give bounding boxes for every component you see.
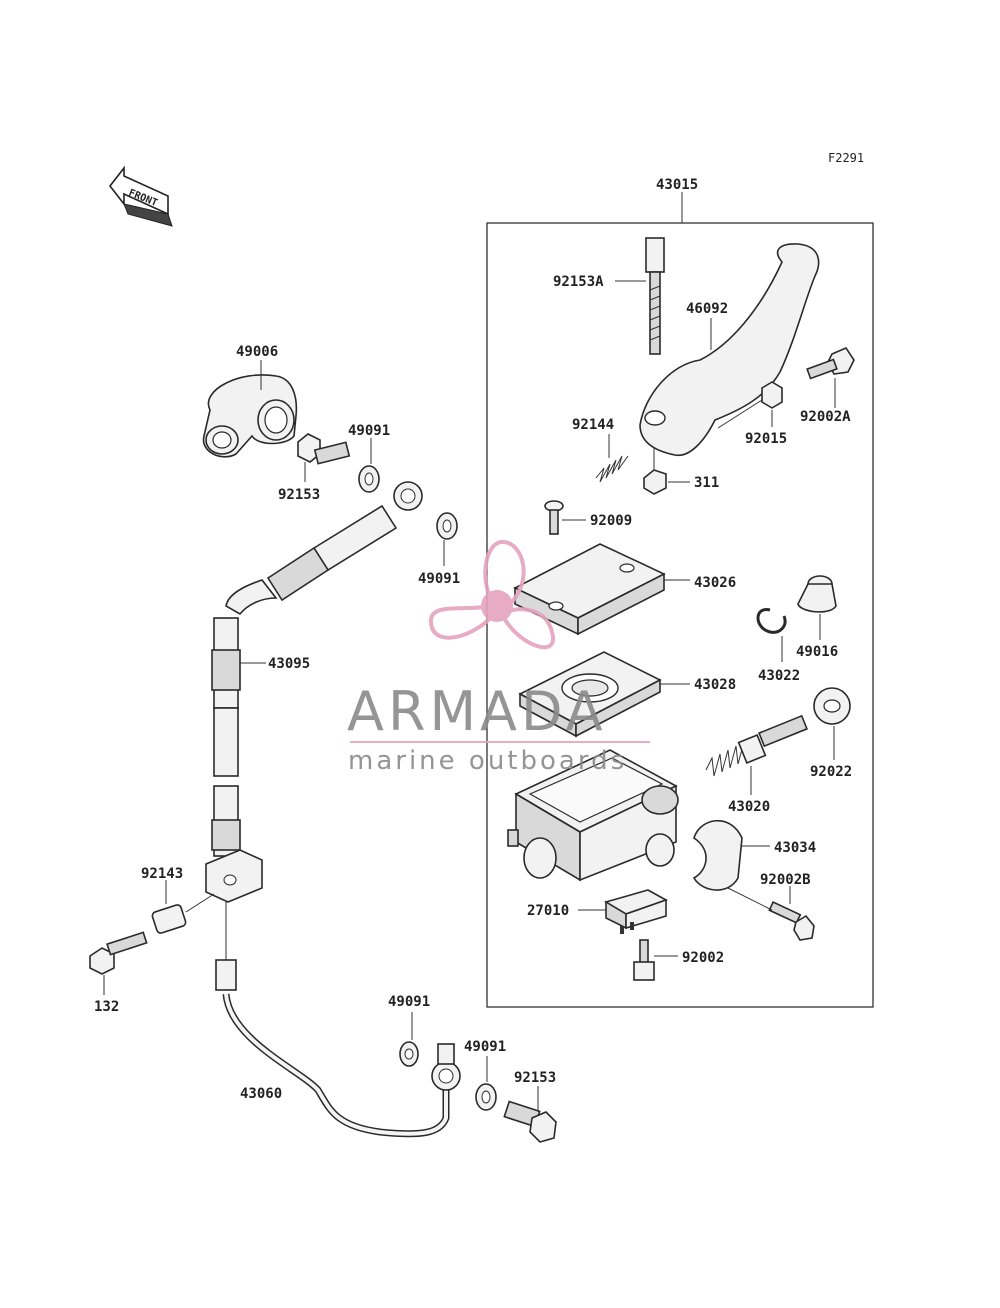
part-92144: 92144 xyxy=(572,417,614,433)
watermark-tagline: marine outboards xyxy=(348,746,627,776)
lever-bolt-a xyxy=(806,347,855,380)
part-92143: 92143 xyxy=(141,866,183,882)
part-49016: 49016 xyxy=(796,644,838,660)
part-132: 132 xyxy=(94,999,119,1015)
clamp-bolt xyxy=(768,900,815,941)
piston-washer xyxy=(813,687,851,725)
pivot-nut xyxy=(643,469,667,495)
part-43095: 43095 xyxy=(268,656,310,672)
watermark-brand: ARMADA xyxy=(347,680,607,743)
brake-lever xyxy=(639,243,820,456)
handlebar-clamp xyxy=(692,819,743,891)
copper-washer-c xyxy=(399,1041,419,1067)
copper-washer-a xyxy=(358,465,380,493)
dust-boot xyxy=(797,575,837,613)
hose-joint xyxy=(205,849,263,903)
part-92009: 92009 xyxy=(590,513,632,529)
part-43028: 43028 xyxy=(694,677,736,693)
brake-hose-upper xyxy=(211,481,423,857)
banjo-bolt-upper xyxy=(297,433,351,465)
lever-nut xyxy=(761,381,783,409)
front-arrow-icon: FRONT xyxy=(108,165,173,227)
part-92153-lower: 92153 xyxy=(514,1070,556,1086)
brake-pipe xyxy=(215,902,461,1138)
part-27010: 27010 xyxy=(527,903,569,919)
copper-washer-d xyxy=(475,1083,497,1111)
figure-code: F2291 xyxy=(828,151,864,165)
part-92153-upper: 92153 xyxy=(278,487,320,503)
piston-kit xyxy=(705,714,808,777)
part-43034: 43034 xyxy=(774,840,816,856)
part-46092: 46092 xyxy=(686,301,728,317)
part-49091-c: 49091 xyxy=(388,994,430,1010)
watermark: ARMADA marine outboards xyxy=(347,540,650,776)
cover-screw xyxy=(544,500,564,535)
brake-light-switch xyxy=(604,889,668,934)
propeller-logo-icon xyxy=(428,540,556,650)
part-92002A: 92002A xyxy=(800,409,851,425)
diaphragm xyxy=(518,651,662,738)
part-49006: 49006 xyxy=(236,344,278,360)
part-92002B: 92002B xyxy=(760,872,811,888)
banjo-bolt-lower xyxy=(503,1100,557,1143)
part-43060: 43060 xyxy=(240,1086,282,1102)
joint-bolt xyxy=(89,931,148,975)
copper-washer-b xyxy=(436,512,458,540)
part-43022: 43022 xyxy=(758,668,800,684)
part-92015: 92015 xyxy=(745,431,787,447)
pivot-bolt xyxy=(645,237,665,355)
part-92002: 92002 xyxy=(682,950,724,966)
circlip xyxy=(756,608,787,634)
part-49091-d: 49091 xyxy=(464,1039,506,1055)
switch-screw xyxy=(633,939,655,981)
reservoir-cover xyxy=(513,543,666,636)
part-43026: 43026 xyxy=(694,575,736,591)
banjo-cover xyxy=(202,374,298,458)
lever-spring xyxy=(595,455,629,483)
part-43020: 43020 xyxy=(728,799,770,815)
part-311: 311 xyxy=(694,475,719,491)
master-cylinder-body xyxy=(507,749,679,882)
collar xyxy=(151,904,187,934)
assembly-label: 43015 xyxy=(656,177,698,193)
part-92153A: 92153A xyxy=(553,274,604,290)
part-49091-b: 49091 xyxy=(418,571,460,587)
part-92022: 92022 xyxy=(810,764,852,780)
part-49091-a: 49091 xyxy=(348,423,390,439)
